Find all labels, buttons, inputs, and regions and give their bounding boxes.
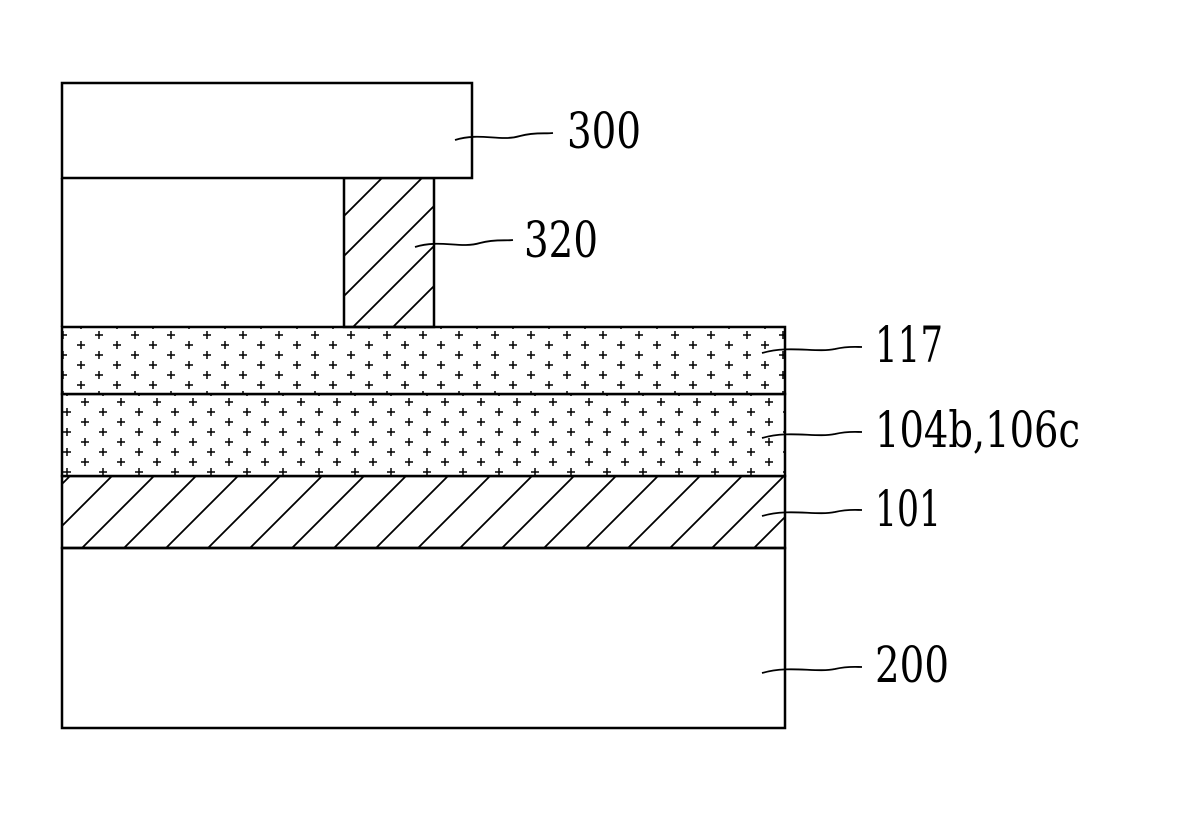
- label-117: 117: [875, 316, 943, 374]
- dotted-layer-117-fill: [63, 328, 784, 393]
- label-300: 300: [567, 102, 641, 160]
- label-320: 320: [524, 211, 598, 269]
- hatched-layer-101: [62, 476, 785, 548]
- bump-320: [344, 178, 434, 327]
- label-200: 200: [875, 636, 949, 694]
- substrate-300: [62, 83, 472, 178]
- label-104b-106c: 104b,106c: [875, 401, 1080, 459]
- dotted-layer-104b-106c-fill: [63, 395, 784, 475]
- base-layer-200: [62, 548, 785, 728]
- label-101: 101: [875, 480, 941, 538]
